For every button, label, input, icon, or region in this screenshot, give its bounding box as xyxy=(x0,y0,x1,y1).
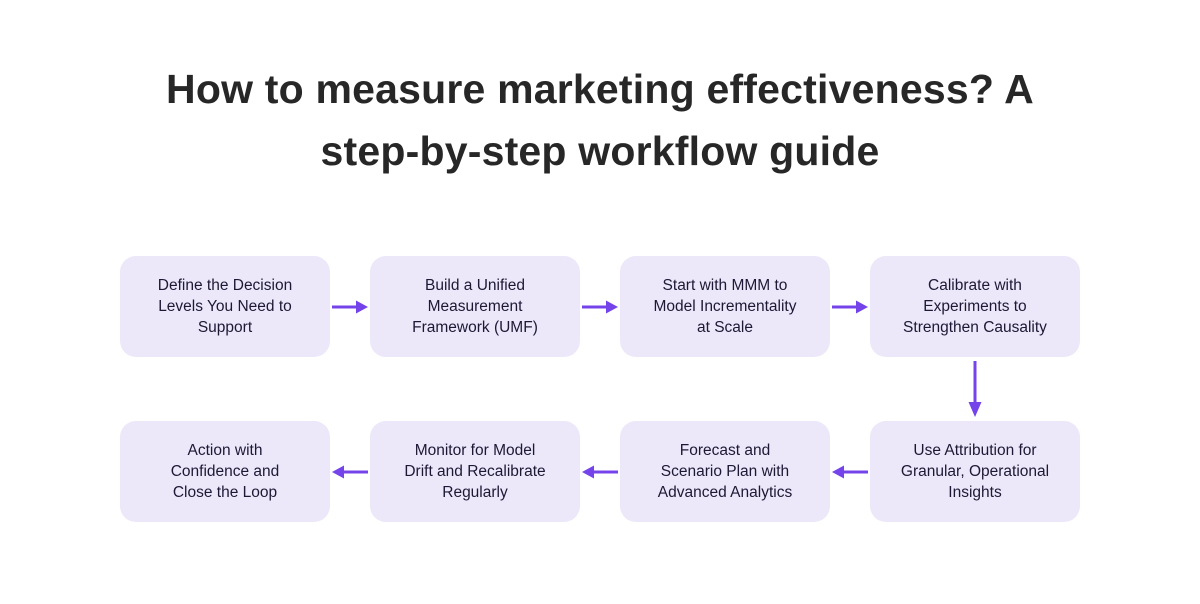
step-box-1: Define the Decision Levels You Need to S… xyxy=(120,256,330,357)
step-label-1: Define the Decision Levels You Need to S… xyxy=(157,277,293,336)
step-box-5: Use Attribution for Granular, Operationa… xyxy=(870,421,1080,522)
step-label-3: Start with MMM to Model Incrementality a… xyxy=(653,277,797,336)
arrow-right-icon xyxy=(330,299,370,315)
step-box-2: Build a Unified Measurement Framework (U… xyxy=(370,256,580,357)
step-box-8: Action with Confidence and Close the Loo… xyxy=(120,421,330,522)
step-label-4: Calibrate with Experiments to Strengthen… xyxy=(903,277,1047,336)
workflow-diagram: Define the Decision Levels You Need to S… xyxy=(120,256,1080,522)
step-label-7: Monitor for Model Drift and Recalibrate … xyxy=(404,442,546,501)
arrow-left-icon xyxy=(580,464,620,480)
flow-row-top: Define the Decision Levels You Need to S… xyxy=(120,256,1080,357)
arrow-left-icon xyxy=(830,464,870,480)
flow-row-bottom: Action with Confidence and Close the Loo… xyxy=(120,421,1080,522)
step-box-7: Monitor for Model Drift and Recalibrate … xyxy=(370,421,580,522)
step-label-8: Action with Confidence and Close the Loo… xyxy=(170,442,280,501)
page-title: How to measure marketing effectiveness? … xyxy=(166,66,1034,174)
step-box-6: Forecast and Scenario Plan with Advanced… xyxy=(620,421,830,522)
step-label-6: Forecast and Scenario Plan with Advanced… xyxy=(657,442,793,501)
flow-connector-row xyxy=(120,357,1080,421)
step-box-3: Start with MMM to Model Incrementality a… xyxy=(620,256,830,357)
step-box-4: Calibrate with Experiments to Strengthen… xyxy=(870,256,1080,357)
step-label-2: Build a Unified Measurement Framework (U… xyxy=(412,277,538,336)
arrow-left-icon xyxy=(330,464,370,480)
arrow-down-icon xyxy=(870,357,1080,421)
arrow-right-icon xyxy=(580,299,620,315)
arrow-right-icon xyxy=(830,299,870,315)
step-label-5: Use Attribution for Granular, Operationa… xyxy=(900,442,1050,501)
